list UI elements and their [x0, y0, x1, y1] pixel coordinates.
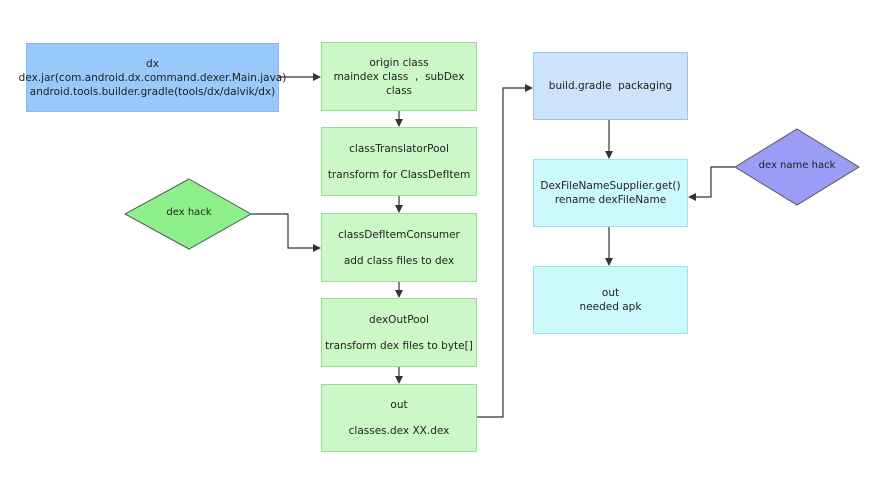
build-label: build.gradle packaging — [548, 80, 673, 92]
dex-name-hack-diamond — [734, 128, 860, 206]
build-gradle-packaging-box: build.gradle packaging — [533, 52, 688, 120]
origin-line-2: maindex class , subDex class — [333, 70, 465, 97]
arrow-namehack-to-supplier — [688, 166, 735, 201]
origin-line-1: origin class — [369, 56, 429, 69]
class-def-item-consumer-box: classDefItemConsumer add class files to … — [321, 213, 477, 282]
out-classes-dex-box: out classes.dex XX.dex — [321, 384, 477, 452]
out-needed-apk-box: out needed apk — [533, 266, 688, 334]
outpool-subtitle: transform dex files to byte[] — [325, 339, 473, 352]
dx-line-2: dex.jar(com.android.dx.command.dexer.Mai… — [18, 71, 287, 84]
dex-hack-label: dex hack — [166, 207, 212, 218]
supplier-line-2: rename dexFileName — [554, 194, 667, 206]
translator-subtitle: transform for ClassDefItem — [327, 168, 471, 181]
consumer-subtitle: add class files to dex — [343, 254, 455, 267]
apk-line-2: needed apk — [579, 301, 642, 313]
dex-name-hack-label: dex name hack — [758, 160, 836, 171]
arrow-dexhack-to-consumer — [251, 213, 321, 252]
translator-title: classTranslatorPool — [349, 142, 449, 155]
dex-out-pool-box: dexOutPool transform dex files to byte[] — [321, 298, 477, 367]
out-title: out — [390, 399, 408, 411]
dx-tool-box: dx dex.jar(com.android.dx.command.dexer.… — [19, 43, 286, 112]
dx-line-1: dx — [146, 57, 159, 70]
origin-class-box: origin class maindex class , subDex clas… — [321, 42, 477, 111]
out-subtitle: classes.dex XX.dex — [348, 425, 450, 437]
dex-file-name-supplier-box: DexFileNameSupplier.get() rename dexFile… — [533, 159, 688, 227]
consumer-title: classDefItemConsumer — [338, 228, 460, 241]
dex-hack-diamond — [123, 178, 253, 250]
apk-line-1: out — [601, 287, 620, 299]
outpool-title: dexOutPool — [369, 313, 429, 326]
class-translator-pool-box: classTranslatorPool transform for ClassD… — [321, 127, 477, 196]
dx-line-3: android.tools.builder.gradle(tools/dx/da… — [29, 85, 276, 98]
supplier-line-1: DexFileNameSupplier.get() — [540, 180, 681, 192]
arrow-out-to-build — [477, 84, 533, 418]
